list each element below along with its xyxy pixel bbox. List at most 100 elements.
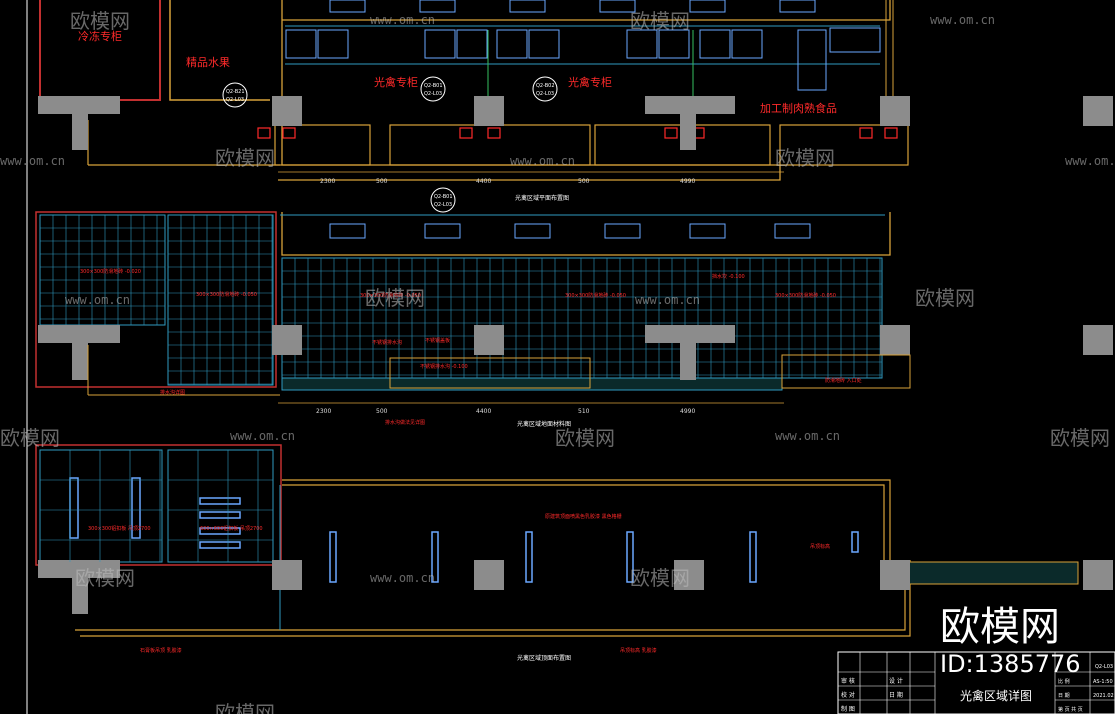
dim-text: 4990	[680, 178, 695, 185]
watermark-brand: 欧模网	[215, 701, 275, 714]
dim-text: 500	[376, 178, 388, 185]
tb-value: 日 期	[889, 691, 903, 699]
area-label: 光禽专柜	[568, 75, 612, 89]
watermark-url: www.om.cn	[775, 429, 840, 443]
floor-material-plan: 2300 500 4400 510 4990 300×300防滑地砖 -0.02…	[35, 211, 1113, 428]
tb-value: 设 计	[889, 677, 903, 685]
watermark-brand: 欧模网	[70, 9, 130, 33]
title-block: 审 核 校 对 制 图 设 计 日 期 光禽区域详图 比 例 日 期 第 页 共…	[837, 651, 1115, 714]
sink-fixtures	[257, 127, 898, 139]
svg-text:排水沟详图: 排水沟详图	[160, 389, 185, 396]
room-outline	[35, 444, 282, 566]
wall-line	[282, 479, 891, 560]
section-tag: Q2-B02 Q2-L03	[532, 76, 558, 102]
corridor-strip	[907, 561, 1079, 585]
wall-line	[281, 212, 891, 256]
wall-line	[87, 345, 911, 396]
svg-text:吊顶标高 乳胶漆: 吊顶标高 乳胶漆	[620, 647, 657, 654]
svg-text:排水沟做法见详图: 排水沟做法见详图	[385, 419, 425, 426]
vent-row	[329, 223, 811, 239]
dim-text: 500	[376, 408, 388, 415]
room-outline	[35, 211, 277, 388]
watermark-brand: 欧模网	[215, 146, 275, 170]
watermark-url: www.om.cn	[510, 154, 575, 168]
plan-title: 光禽区域顶面布置图	[517, 654, 571, 662]
sheet-number: Q2-L03	[1095, 664, 1113, 670]
svg-text:不锈钢排水沟 -0.100: 不锈钢排水沟 -0.100	[420, 363, 468, 370]
svg-text:Q2-B01: Q2-B01	[424, 83, 443, 89]
watermark-url: www.om.cn	[370, 13, 435, 27]
tile-grid	[167, 214, 274, 386]
section-tag: Q2-B21 Q2-L03	[222, 82, 248, 108]
dim-text: 2300	[316, 408, 331, 415]
svg-text:Q2-L03: Q2-L03	[434, 202, 452, 208]
plan-title: 光禽区域平面布置图	[515, 194, 569, 202]
structural-columns	[38, 96, 1113, 150]
counter	[389, 357, 591, 389]
light-fixtures	[69, 477, 859, 583]
area-label: 精品水果	[186, 56, 230, 69]
dim-text: 4990	[680, 408, 695, 415]
svg-text:Q2-L03: Q2-L03	[226, 97, 244, 103]
dim-text: 4400	[476, 408, 491, 415]
tb-right-label: 比 例	[1058, 678, 1070, 685]
svg-text:300×300铝扣板 吊顶2700: 300×300铝扣板 吊顶2700	[88, 525, 151, 532]
area-label: 加工制肉熟食品	[760, 101, 837, 115]
svg-text:Q2-L03: Q2-L03	[536, 91, 554, 97]
tile-lines	[40, 215, 882, 385]
tb-label: 制 图	[841, 705, 855, 713]
watermark-brand: 欧模网	[365, 286, 425, 310]
drawing-name: 光禽区域详图	[960, 688, 1032, 703]
watermark-layer: 欧模网欧模网欧模网欧模网欧模网欧模网欧模网欧模网欧模网欧模网欧模网欧模网www.…	[0, 9, 1115, 714]
dim-text: 510	[578, 408, 590, 415]
watermark-url: www.om.cn	[230, 429, 295, 443]
dim-text: 2300	[320, 178, 335, 185]
svg-text:Q2-L03: Q2-L03	[424, 91, 442, 97]
watermark-brand: 欧模网	[555, 426, 615, 450]
tb-label: 校 对	[841, 691, 855, 699]
structural-columns	[38, 560, 1113, 614]
tile-grid	[281, 257, 883, 379]
wall-line	[885, 0, 894, 100]
watermark-brand: 欧模网	[630, 9, 690, 33]
area-label: 冷冻专柜	[78, 29, 122, 43]
ceiling-notes: 300×300铝扣板 吊顶2700 600×600铝扣板 吊顶2700 原建筑顶…	[88, 513, 830, 654]
watermark-url: www.om.cn	[0, 154, 65, 168]
tb-right-value: 2021.02	[1093, 693, 1114, 699]
svg-text:防滑地砖 入口处: 防滑地砖 入口处	[825, 377, 862, 384]
plan-title: 光禽区域地面材料图	[517, 420, 571, 428]
svg-text:Q2-B02: Q2-B02	[536, 83, 555, 89]
watermark-brand: 欧模网	[75, 566, 135, 590]
title-block-frame	[837, 651, 1115, 714]
fridge-row	[285, 27, 881, 91]
svg-text:Q2-B21: Q2-B21	[226, 89, 245, 95]
svg-text:吊顶标高: 吊顶标高	[810, 543, 830, 550]
svg-text:不锈钢排水沟: 不锈钢排水沟	[372, 339, 402, 346]
svg-text:不锈钢盖板: 不锈钢盖板	[425, 337, 450, 344]
dim-text: 4400	[476, 178, 491, 185]
svg-text:原建筑顶面喷黑色乳胶漆 黑色格栅: 原建筑顶面喷黑色乳胶漆 黑色格栅	[545, 513, 622, 520]
counter-line	[285, 25, 880, 65]
svg-text:挡水坎 -0.100: 挡水坎 -0.100	[712, 273, 745, 280]
svg-text:600×600铝扣板 吊顶2700: 600×600铝扣板 吊顶2700	[200, 525, 263, 532]
watermark-url: www.om.cn	[635, 293, 700, 307]
asset-id: ID:1385776	[940, 650, 1081, 678]
tb-label: 审 核	[841, 677, 855, 685]
watermark-brand: 欧模网	[1050, 426, 1110, 450]
svg-text:300×300防滑地砖 -0.050: 300×300防滑地砖 -0.050	[775, 292, 836, 299]
dim-text: 500	[578, 178, 590, 185]
svg-text:300×300防滑地砖 -0.020: 300×300防滑地砖 -0.020	[80, 268, 141, 275]
watermark-url: www.om.cn	[370, 571, 435, 585]
tb-right-label: 日 期	[1058, 693, 1070, 699]
section-tag: Q2-B01 Q2-L03	[430, 187, 456, 213]
wall-line	[169, 0, 270, 101]
watermark-brand: 欧模网	[775, 146, 835, 170]
structural-columns	[38, 325, 1113, 380]
svg-text:300×300防滑地砖 -0.050: 300×300防滑地砖 -0.050	[360, 292, 421, 299]
watermark-brand: 欧模网	[915, 286, 975, 310]
watermark-url: www.om.cn	[930, 13, 995, 27]
top-floor-plan: 2300 500 4400 500 4990 冷冻专柜 精品水果 光禽专柜 光禽…	[38, 0, 1113, 213]
watermark-brand-large: 欧模网	[940, 604, 1060, 650]
